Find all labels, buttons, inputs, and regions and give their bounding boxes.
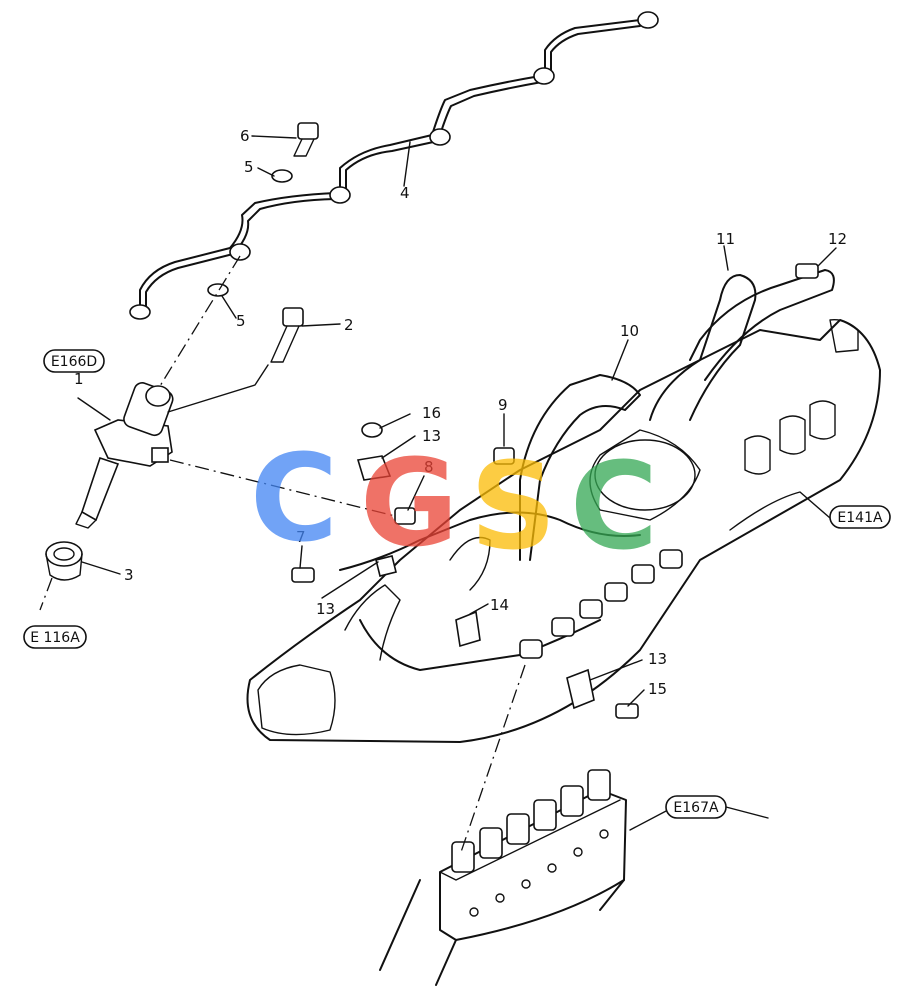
nozzle-holder-bolt (270, 307, 304, 363)
watermark-letter-c2: C (570, 438, 658, 577)
callout-e141a-text: E141A (837, 510, 883, 526)
watermark-logo: C G S C (250, 430, 658, 577)
pipe-nut (229, 243, 251, 261)
callout-e167a[interactable]: E167A (665, 795, 769, 819)
fitting-7 (291, 567, 315, 583)
watermark-letter-c1: C (250, 430, 338, 569)
washer (271, 169, 293, 183)
part-label-16: 16 (422, 404, 441, 422)
callout-e166d-text: E166D (51, 354, 97, 370)
part-label-13-left: 13 (316, 600, 335, 618)
part-label-13-top: 13 (422, 427, 441, 445)
part-label-4: 4 (400, 184, 410, 202)
injection-nozzle (75, 382, 174, 529)
leader-lines (77, 135, 837, 831)
part-label-10: 10 (620, 322, 639, 340)
small-fasteners (291, 263, 819, 719)
fitting-8 (394, 507, 416, 525)
pipe-fittings (519, 549, 683, 659)
part-labels: 6 5 5 4 2 1 3 16 13 8 9 10 11 12 7 13 14… (74, 127, 847, 698)
pipe-nut (533, 67, 555, 85)
clamp-14 (455, 610, 481, 648)
callout-e167a-text: E167A (673, 800, 719, 816)
part-label-6: 6 (240, 127, 250, 145)
delivery-valves (451, 769, 611, 873)
assembly-lines (39, 255, 526, 856)
nut-16 (361, 422, 383, 438)
washer (207, 283, 229, 297)
intake-manifold (246, 319, 881, 743)
part-label-3: 3 (124, 566, 134, 584)
part-label-14: 14 (490, 596, 509, 614)
pipe-nut (129, 304, 151, 320)
part-label-2: 2 (344, 316, 354, 334)
injection-pump (379, 769, 627, 986)
part-label-13-right: 13 (648, 650, 667, 668)
banjo-bolt (293, 122, 319, 157)
clamp-13a (356, 455, 392, 481)
callout-e141a[interactable]: E141A (829, 505, 891, 529)
clamp-13c (375, 555, 397, 577)
fitting-9 (493, 447, 515, 465)
callout-e116a[interactable]: E 116A (23, 625, 87, 649)
callout-e166d[interactable]: E166D (43, 349, 105, 373)
part-label-12: 12 (828, 230, 847, 248)
watermark-letter-s: S (470, 438, 556, 577)
injection-pipe-set (129, 11, 659, 320)
pipe-nut (329, 186, 351, 204)
leak-off-pipes (339, 269, 835, 671)
pipe-nut (429, 128, 451, 146)
callout-e116a-text: E 116A (30, 630, 80, 646)
bolt-15 (615, 703, 639, 719)
fitting-12 (795, 263, 819, 279)
part-label-15: 15 (648, 680, 667, 698)
part-label-5-upper: 5 (244, 158, 254, 176)
watermark-letter-g: G (360, 435, 459, 574)
heat-shield-seal (45, 541, 83, 581)
part-label-9: 9 (498, 396, 508, 414)
part-label-5-lower: 5 (236, 312, 246, 330)
clamp-13b (566, 668, 595, 710)
part-label-11: 11 (716, 230, 735, 248)
part-label-1: 1 (74, 370, 84, 388)
part-label-8: 8 (424, 458, 434, 476)
pipe-nut (637, 11, 659, 29)
part-label-7: 7 (296, 528, 306, 546)
